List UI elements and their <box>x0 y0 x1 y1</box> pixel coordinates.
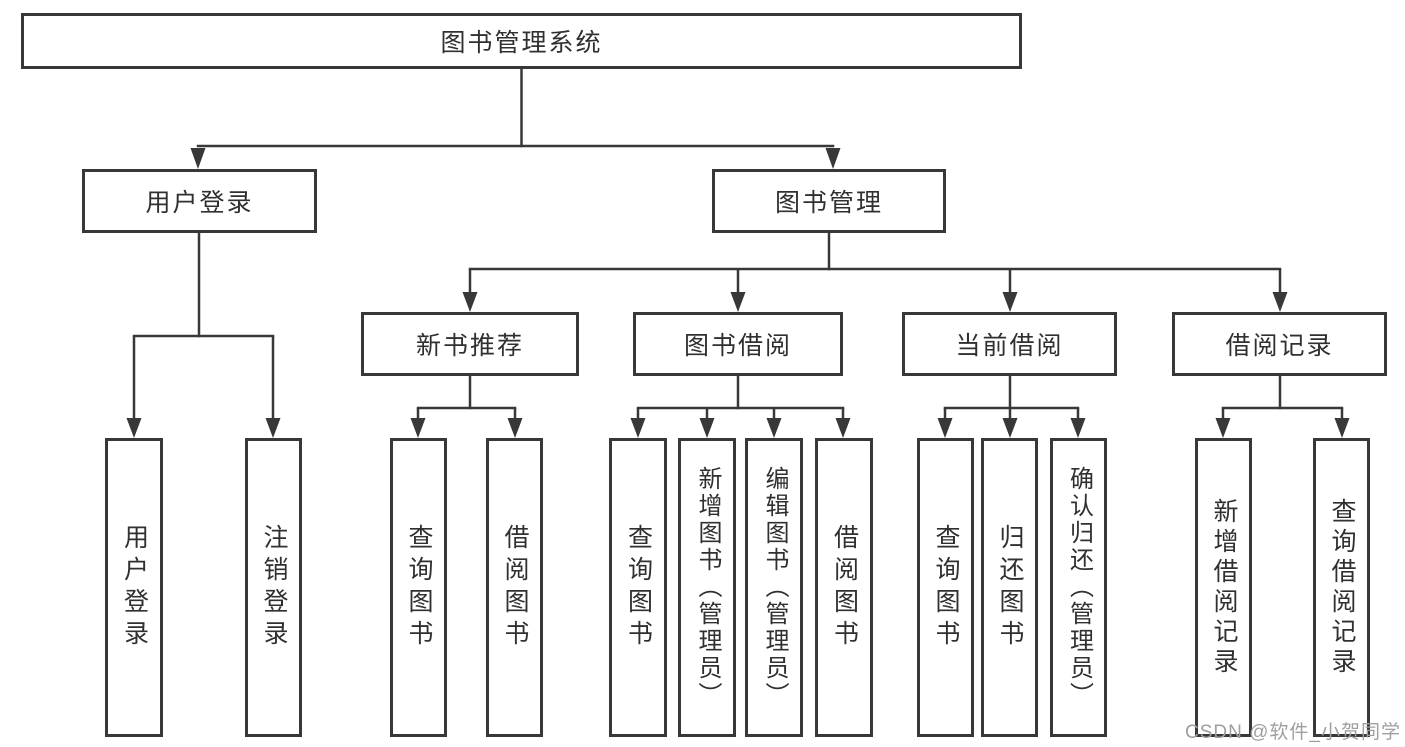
leaf-add-borrow-record-label: 新增借阅记录 <box>1210 497 1238 678</box>
leaf-return-book: 归还图书 <box>981 438 1038 737</box>
node-new-book-recommend-label: 新书推荐 <box>415 332 524 360</box>
leaf-query-books-borrowing: 查询图书 <box>609 438 667 737</box>
node-current-borrowing-label: 当前借阅 <box>955 332 1064 360</box>
leaf-query-books-borrowing-label: 查询图书 <box>624 523 653 652</box>
node-book-management: 图书管理 <box>712 169 946 233</box>
node-root-library-system: 图书管理系统 <box>21 13 1022 69</box>
leaf-return-book-label: 归还图书 <box>996 523 1024 652</box>
leaf-borrow-books-recommend: 借阅图书 <box>486 438 543 737</box>
node-user-login: 用户登录 <box>82 169 317 233</box>
leaf-add-book-admin: 新增图书（管理员） <box>678 438 736 737</box>
leaf-query-borrow-record: 查询借阅记录 <box>1313 438 1370 737</box>
leaf-confirm-return-admin-label: 确认归还（管理员） <box>1065 466 1093 709</box>
leaf-add-book-admin-label: 新增图书（管理员） <box>694 466 721 709</box>
node-book-borrowing-label: 图书借阅 <box>683 332 792 360</box>
leaf-edit-book-admin: 编辑图书（管理员） <box>745 438 803 737</box>
node-borrowing-records-label: 借阅记录 <box>1225 332 1334 360</box>
node-root-label: 图书管理系统 <box>440 29 603 57</box>
node-new-book-recommend: 新书推荐 <box>361 312 579 376</box>
node-book-borrowing: 图书借阅 <box>633 312 843 376</box>
node-book-management-label: 图书管理 <box>774 189 883 217</box>
leaf-user-login-label: 用户登录 <box>120 523 149 652</box>
leaf-edit-book-admin-label: 编辑图书（管理员） <box>761 466 788 709</box>
node-current-borrowing: 当前借阅 <box>902 312 1117 376</box>
leaf-query-borrow-record-label: 查询借阅记录 <box>1328 497 1356 678</box>
leaf-query-books-current-label: 查询图书 <box>932 523 960 652</box>
node-borrowing-records: 借阅记录 <box>1172 312 1387 376</box>
leaf-confirm-return-admin: 确认归还（管理员） <box>1050 438 1107 737</box>
csdn-watermark: CSDN @软件_小贺同学 <box>1185 722 1401 743</box>
leaf-query-books-recommend: 查询图书 <box>390 438 447 737</box>
leaf-logout-label: 注销登录 <box>260 523 288 652</box>
leaf-borrow-books-borrowing-label: 借阅图书 <box>830 523 859 652</box>
leaf-user-login: 用户登录 <box>105 438 163 737</box>
node-user-login-label: 用户登录 <box>145 189 254 217</box>
leaf-borrow-books-borrowing: 借阅图书 <box>815 438 873 737</box>
leaf-query-books-recommend-label: 查询图书 <box>405 523 433 652</box>
leaf-add-borrow-record: 新增借阅记录 <box>1195 438 1252 737</box>
leaf-query-books-current: 查询图书 <box>917 438 974 737</box>
leaf-logout: 注销登录 <box>245 438 302 737</box>
leaf-borrow-books-recommend-label: 借阅图书 <box>501 523 529 652</box>
